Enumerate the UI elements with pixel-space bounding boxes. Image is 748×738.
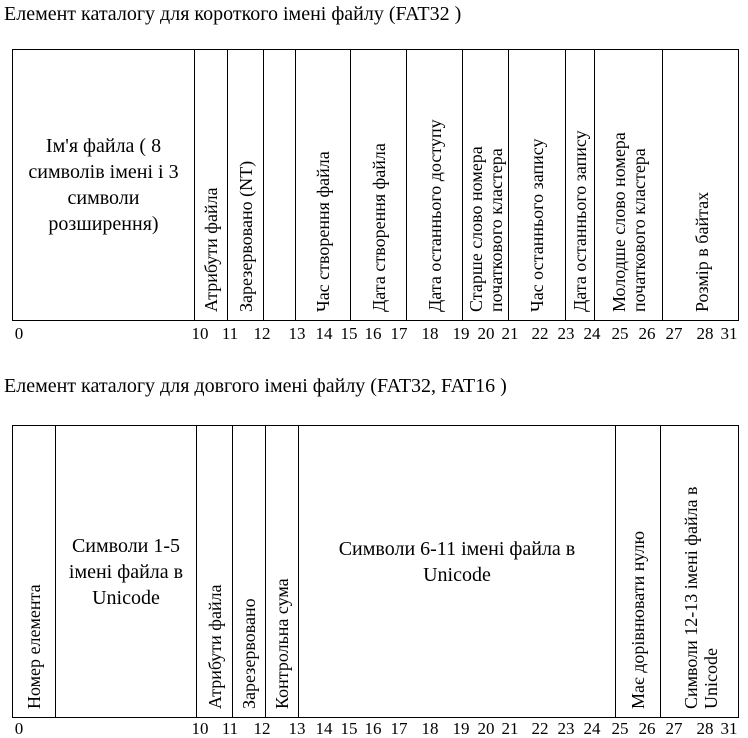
- short-entry-offset-17: 17: [390, 324, 408, 343]
- short-entry-offset-12: 12: [253, 324, 271, 343]
- short-entry-offset-27: 27: [665, 324, 683, 343]
- long-entry-field-label: Символи 1-5 імені файла в Unicode: [68, 534, 184, 609]
- long-entry-offset-17: 17: [390, 719, 408, 738]
- long-entry-offset-21: 21: [501, 719, 519, 738]
- long-entry-field-1: Символи 1-5 імені файла в Unicode: [56, 426, 197, 717]
- short-entry-field-label: Час створення файла: [313, 151, 333, 312]
- short-entry-field-label: Ім'я файла ( 8 символів імені і 3 символ…: [28, 135, 179, 235]
- short-entry-offset-20: 20: [477, 324, 495, 343]
- short-entry-offset-26: 26: [638, 324, 656, 343]
- long-entry-offset-27: 27: [665, 719, 683, 738]
- short-entry-field-label: Дата останнього доступу: [424, 119, 445, 312]
- short-entry-offset-28: 28: [696, 324, 714, 343]
- long-entry-offset-31: 31: [720, 719, 738, 738]
- short-entry-offset-13: 13: [288, 324, 306, 343]
- long-entry-offset-10: 10: [191, 719, 209, 738]
- short-entry-field-1: Атрибути файла: [195, 50, 228, 320]
- short-entry-offset-31: 31: [720, 324, 738, 343]
- long-entry-offset-12: 12: [253, 719, 271, 738]
- short-entry-offset-25: 25: [611, 324, 629, 343]
- short-entry-title: Елемент каталогу для короткого імені фай…: [4, 3, 462, 25]
- long-entry-field-4: Контрольна сума: [266, 426, 299, 717]
- long-entry-field-2: Атрибути файла: [197, 426, 233, 717]
- long-entry-offset-18: 18: [421, 719, 439, 738]
- long-entry-field-label: Має дорівнювати нулю: [628, 530, 648, 709]
- long-entry-field-3: Зарезервовано: [233, 426, 266, 717]
- short-entry-field-9: Дата останнього запису: [566, 50, 595, 320]
- short-entry-field-11: Розмір в байтах: [663, 50, 740, 320]
- long-entry-offset-22: 22: [531, 719, 549, 738]
- short-entry-field-8: Час останнього запису: [509, 50, 566, 320]
- long-entry-offset-15: 15: [340, 719, 358, 738]
- short-entry-field-2: Зарезервовано (NT): [228, 50, 264, 320]
- long-entry-offset-13: 13: [288, 719, 306, 738]
- long-entry-field-0: Номер елемента: [13, 426, 56, 717]
- short-entry-field-label: Розмір в байтах: [691, 191, 712, 312]
- long-entry-offset-24: 24: [583, 719, 601, 738]
- short-entry-offset-18: 18: [421, 324, 439, 343]
- long-entry-field-label: Контрольна сума: [272, 578, 292, 709]
- short-entry-field-label: Старше слово номера початкового кластера: [465, 146, 506, 312]
- short-entry-offset-14: 14: [315, 324, 333, 343]
- short-entry-field-label: Час останнього запису: [527, 138, 547, 312]
- short-entry-field-6: Дата останнього доступу: [407, 50, 463, 320]
- long-entry-offset-20: 20: [477, 719, 495, 738]
- long-entry-offset-28: 28: [696, 719, 714, 738]
- long-entry-offset-23: 23: [557, 719, 575, 738]
- short-entry-field-3: [264, 50, 296, 320]
- short-entry-offset-24: 24: [583, 324, 601, 343]
- long-entry-offset-0: 0: [14, 719, 24, 738]
- short-entry-offset-16: 16: [364, 324, 382, 343]
- long-entry-offset-14: 14: [315, 719, 333, 738]
- long-entry-offset-26: 26: [638, 719, 656, 738]
- short-entry-offset-15: 15: [340, 324, 358, 343]
- long-entry-byte-offsets: 0 10 11 12 13 14 15 16 17 18 19 20 21 22 23 24 25 26 27 28 3…: [0, 720, 748, 738]
- short-entry-field-label: Дата створення файла: [368, 143, 389, 312]
- long-entry-field-label: Символи 6-11 імені файла в Unicode: [338, 537, 576, 586]
- long-entry-offset-16: 16: [364, 719, 382, 738]
- short-entry-offset-11: 11: [221, 324, 239, 343]
- short-entry-layout: Ім'я файла ( 8 символів імені і 3 символ…: [12, 49, 739, 321]
- long-entry-field-5: Символи 6-11 імені файла в Unicode: [299, 426, 616, 717]
- short-entry-byte-offsets: 0 10 11 12 13 14 15 16 17 18 19 20 21 22 23 24 25 26 27 28 3…: [0, 325, 748, 345]
- short-entry-offset-10: 10: [191, 324, 209, 343]
- short-entry-field-label: Атрибути файла: [201, 187, 221, 312]
- short-entry-field-0: Ім'я файла ( 8 символів імені і 3 символ…: [13, 50, 195, 320]
- short-entry-field-7: Старше слово номера початкового кластера: [463, 50, 509, 320]
- short-entry-field-4: Час створення файла: [296, 50, 351, 320]
- long-entry-field-label: Зарезервовано: [239, 598, 259, 709]
- long-entry-field-label: Символи 12-13 імені файла в Unicode: [680, 486, 721, 709]
- short-entry-field-5: Дата створення файла: [351, 50, 407, 320]
- long-entry-offset-19: 19: [452, 719, 470, 738]
- short-entry-field-label: Молодше слово номера початкового кластер…: [608, 132, 649, 312]
- short-entry-field-label: Дата останнього запису: [570, 130, 590, 312]
- short-entry-offset-23: 23: [557, 324, 575, 343]
- long-entry-title: Елемент каталогу для довгого імені файлу…: [4, 375, 507, 397]
- long-entry-field-6: Має дорівнювати нулю: [616, 426, 661, 717]
- short-entry-field-label: Зарезервовано (NT): [235, 160, 256, 312]
- long-entry-field-7: Символи 12-13 імені файла в Unicode: [661, 426, 740, 717]
- short-entry-offset-19: 19: [452, 324, 470, 343]
- long-entry-field-label: Номер елемента: [24, 584, 44, 709]
- long-entry-layout: Номер елемента Символи 1-5 імені файла в …: [12, 425, 739, 718]
- short-entry-offset-21: 21: [501, 324, 519, 343]
- short-entry-offset-0: 0: [14, 324, 24, 343]
- short-entry-field-10: Молодше слово номера початкового кластер…: [595, 50, 663, 320]
- short-entry-offset-22: 22: [531, 324, 549, 343]
- long-entry-field-label: Атрибути файла: [204, 584, 225, 709]
- long-entry-offset-11: 11: [221, 719, 239, 738]
- long-entry-offset-25: 25: [611, 719, 629, 738]
